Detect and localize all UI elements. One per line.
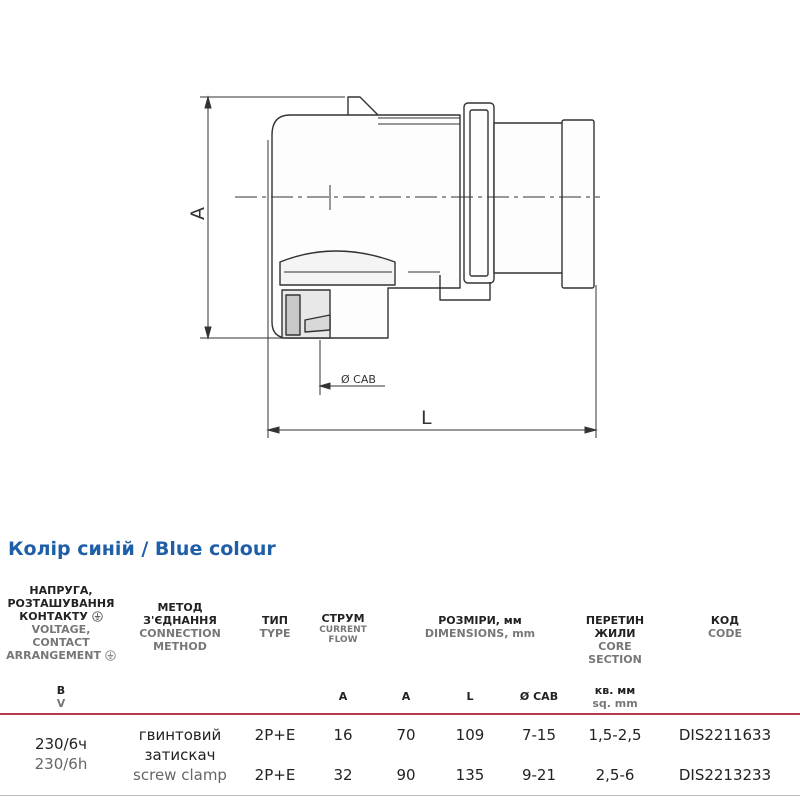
- bottom-hook: [439, 275, 491, 301]
- header-core: ПЕРЕТИН ЖИЛИ CORE SECTION: [572, 614, 658, 666]
- dimension-l: [266, 140, 598, 438]
- latch-tab: [347, 96, 379, 116]
- core-cell: 2,5-6: [595, 766, 635, 784]
- header-method-ua-2: З'ЄДНАННЯ: [143, 614, 217, 627]
- plug-side-view-drawing: A Ø CAB L: [187, 95, 600, 438]
- table-separator: [0, 713, 800, 715]
- unit-voltage-ua: В: [56, 684, 66, 697]
- dim-l-cell: 135: [455, 766, 485, 784]
- current-cell: 32: [333, 766, 353, 784]
- header-code: КОД CODE: [680, 614, 770, 640]
- method-ua-2-cell: затискач: [144, 746, 216, 764]
- code-cell: DIS2211633: [678, 726, 772, 744]
- earth-icon: [105, 650, 116, 661]
- header-method-en-1: CONNECTION: [139, 627, 221, 640]
- dim-l-cell: 109: [455, 726, 485, 744]
- header-voltage-ua-2: РОЗТАШУВАННЯ: [7, 597, 115, 610]
- voltage-en-cell: 230/6h: [34, 755, 88, 773]
- header-voltage: НАПРУГА, РОЗТАШУВАННЯ КОНТАКТУ VOLTAGE, …: [0, 584, 122, 662]
- current-cell: 16: [333, 726, 353, 744]
- dim-a-cell: 90: [396, 766, 416, 784]
- header-core-ua-2: ЖИЛИ: [594, 627, 636, 640]
- header-type: ТИП TYPE: [242, 614, 308, 640]
- gland-section: [281, 289, 331, 339]
- rear-sleeve: [493, 122, 565, 274]
- section-title: Колір синій / Blue colour: [8, 538, 276, 560]
- header-current: СТРУМ CURRENT FLOW: [310, 612, 376, 645]
- header-method-en-2: METHOD: [153, 640, 207, 653]
- header-current-en-1: CURRENT: [319, 625, 367, 635]
- dimension-a: [200, 95, 345, 340]
- header-method: МЕТОД З'ЄДНАННЯ CONNECTION METHOD: [120, 601, 240, 653]
- header-current-en-2: FLOW: [328, 635, 358, 645]
- method-ua-1-cell: гвинтовий: [138, 726, 222, 744]
- header-voltage-ua-1: НАПРУГА,: [29, 584, 93, 597]
- earth-icon: [92, 611, 103, 622]
- header-voltage-en-3-row: ARRANGEMENT: [0, 649, 122, 662]
- header-voltage-ua-3: КОНТАКТУ: [19, 610, 88, 623]
- rear-cap: [561, 119, 595, 289]
- code-cell: DIS2213233: [678, 766, 772, 784]
- plug-collar: [463, 102, 495, 284]
- dim-a-label: A: [187, 207, 209, 220]
- unit-core-en: sq. mm: [592, 697, 638, 710]
- header-dimensions-ua: РОЗМІРИ, мм: [438, 614, 522, 627]
- core-cell: 1,5-2,5: [588, 726, 642, 744]
- header-voltage-en-2: CONTACT: [32, 636, 90, 649]
- unit-voltage: В V: [0, 684, 122, 710]
- header-core-en-1: CORE: [598, 640, 632, 653]
- header-method-ua-1: МЕТОД: [157, 601, 203, 614]
- unit-dim-cab: Ø CAB: [519, 690, 559, 703]
- voltage-ua-cell: 230/6ч: [34, 735, 88, 753]
- dim-cab-cell: 9-21: [521, 766, 557, 784]
- dim-l-label: L: [421, 407, 432, 429]
- header-type-en: TYPE: [259, 627, 291, 640]
- unit-current: A: [338, 690, 348, 703]
- dim-cab-label: Ø CAB: [341, 373, 376, 386]
- ribbed-band: [378, 117, 460, 125]
- table-bottom-line: [0, 795, 800, 796]
- cable-gland: [279, 250, 396, 286]
- method-en-cell: screw clamp: [133, 766, 227, 784]
- type-cell: 2P+E: [254, 766, 296, 784]
- unit-core-ua: кв. мм: [594, 684, 636, 697]
- header-core-en-2: SECTION: [588, 653, 642, 666]
- header-voltage-en-3: ARRANGEMENT: [6, 649, 102, 662]
- header-dimensions-en: DIMENSIONS, mm: [424, 627, 536, 640]
- unit-dim-a: A: [401, 690, 411, 703]
- dimension-cab: [318, 340, 385, 395]
- type-cell: 2P+E: [254, 726, 296, 744]
- header-code-ua: КОД: [710, 614, 740, 627]
- technical-drawing: A Ø CAB L: [187, 95, 600, 438]
- header-dimensions: РОЗМІРИ, мм DIMENSIONS, mm: [380, 614, 580, 640]
- header-code-en: CODE: [707, 627, 743, 640]
- dim-cab-cell: 7-15: [521, 726, 557, 744]
- unit-voltage-en: V: [56, 697, 66, 710]
- unit-dim-l: L: [466, 690, 474, 703]
- header-current-ua: СТРУМ: [321, 612, 365, 625]
- header-voltage-ua-3-row: КОНТАКТУ: [0, 610, 122, 623]
- unit-core: кв. мм sq. mm: [572, 684, 658, 710]
- header-type-ua: ТИП: [262, 614, 288, 627]
- header-voltage-en-1: VOLTAGE,: [31, 623, 91, 636]
- dim-a-cell: 70: [396, 726, 416, 744]
- header-core-ua-1: ПЕРЕТИН: [585, 614, 645, 627]
